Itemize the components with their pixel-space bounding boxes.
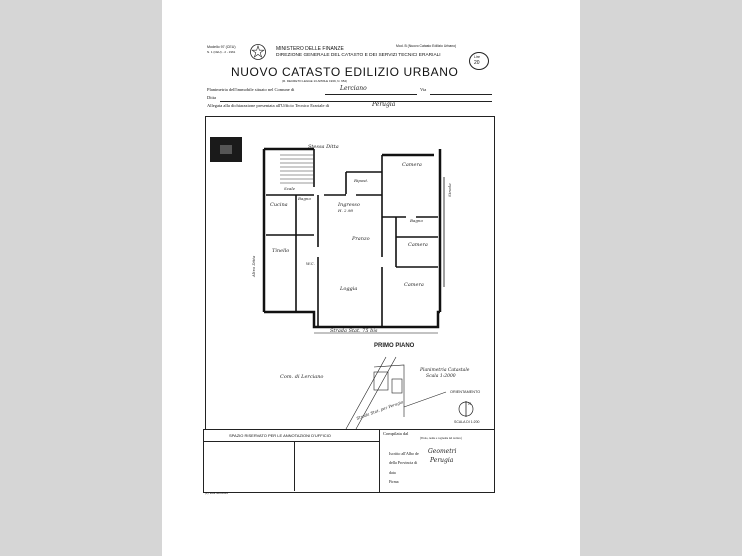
reserved-vertical	[294, 441, 295, 491]
data-label: data	[389, 470, 396, 475]
via-label: Via	[420, 87, 427, 92]
label-camera-bottom: Camera	[404, 282, 424, 288]
iscritto-label: Iscritto all'Albo de	[389, 451, 419, 456]
label-ripost: Ripost.	[354, 178, 369, 183]
label-ingresso: Ingresso	[338, 202, 360, 208]
price-stamp	[469, 52, 489, 70]
label-bagno-right: Bagno	[410, 218, 423, 223]
ditta-underline	[220, 101, 492, 102]
provincia-label: della Provincia di	[389, 460, 418, 465]
label-scale-ratio: SCALA DI 1:200	[454, 420, 480, 424]
reserved-divider	[203, 441, 379, 442]
compilata-box	[379, 429, 495, 493]
firma-label: Firma	[389, 479, 399, 484]
allegata-label: Allegata alla dichiarazione presentata a…	[207, 103, 330, 108]
ditta-label: Ditta	[207, 95, 216, 100]
label-camera-mid: Camera	[408, 242, 428, 248]
label-orientation: ORIENTAMENTO	[450, 390, 481, 394]
compilata-label: Compilata dal	[383, 431, 409, 436]
form-code: Modello 97 (CEU)	[207, 45, 236, 49]
label-stessa-ditta: Stessa Ditta	[308, 144, 339, 150]
document-subtitle: (R. DECRETO LEGGE 13 APRILE 1939, N. 652…	[282, 79, 348, 83]
label-loggia: Loggia	[340, 286, 358, 292]
reserved-box	[203, 429, 380, 493]
label-tinello: Tinello	[272, 248, 290, 254]
ministry-name: MINISTERO DELLE FINANZE	[276, 46, 344, 52]
via-underline	[430, 94, 492, 95]
price-label: Lire	[474, 55, 480, 59]
allegata-value: Perugia	[372, 101, 396, 108]
provincia-value: Perugia	[430, 457, 454, 464]
print-code: (1) Vedi istruzioni	[205, 491, 229, 495]
label-wc: W.C.	[306, 261, 315, 266]
comune-underline	[325, 94, 417, 95]
floor-title: PRIMO PIANO	[374, 343, 415, 349]
label-cucina: Cucina	[270, 202, 288, 208]
compilata-sub: (Titolo, nome e cognome del tecnico)	[420, 437, 462, 440]
label-ingresso-h: H. 2.98	[338, 208, 353, 213]
label-strada-right: Strada	[447, 183, 452, 197]
floor-plan-drawing	[210, 137, 474, 429]
comune-value: Lerciano	[340, 85, 367, 92]
reserved-label: SPAZIO RISERVATO PER LE ANNOTAZIONI D'UF…	[229, 433, 331, 438]
label-catasto-scale: Scala 1:2000	[426, 374, 456, 379]
label-catasto: Planimetria Catastale	[420, 368, 470, 373]
form-code-sub: N. 1 (CEU) - 2 - 1961	[207, 50, 236, 54]
label-comune-map: Com. di Lerciano	[280, 374, 324, 380]
floor-plan-frame: Stessa Ditta Scale Camera Ripost. Cucina…	[205, 116, 495, 430]
right-note: Mod. B (Nuovo Catasto Edilizio Urbano)	[396, 44, 457, 48]
republic-seal-icon	[249, 43, 267, 61]
label-altra-ditta-left: Altra Ditta	[251, 255, 256, 277]
direction-name: DIREZIONE GENERALE DEL CATASTO E DEI SER…	[276, 53, 441, 58]
label-scale: Scale	[284, 186, 296, 191]
label-bagno-left: Bagno	[298, 196, 311, 201]
north-letter: N	[468, 402, 472, 406]
label-strada-bottom: Strada Stat. 75 bis	[330, 328, 378, 334]
label-camera-top: Camera	[402, 162, 422, 168]
comune-label: Planimetria dell'immobile situato nel Co…	[207, 87, 295, 92]
iscritto-value: Geometri	[428, 448, 457, 455]
price-value: 20	[474, 60, 480, 66]
label-pranzo: Pranzo	[352, 236, 370, 242]
document-title: NUOVO CATASTO EDILIZIO URBANO	[231, 65, 459, 79]
